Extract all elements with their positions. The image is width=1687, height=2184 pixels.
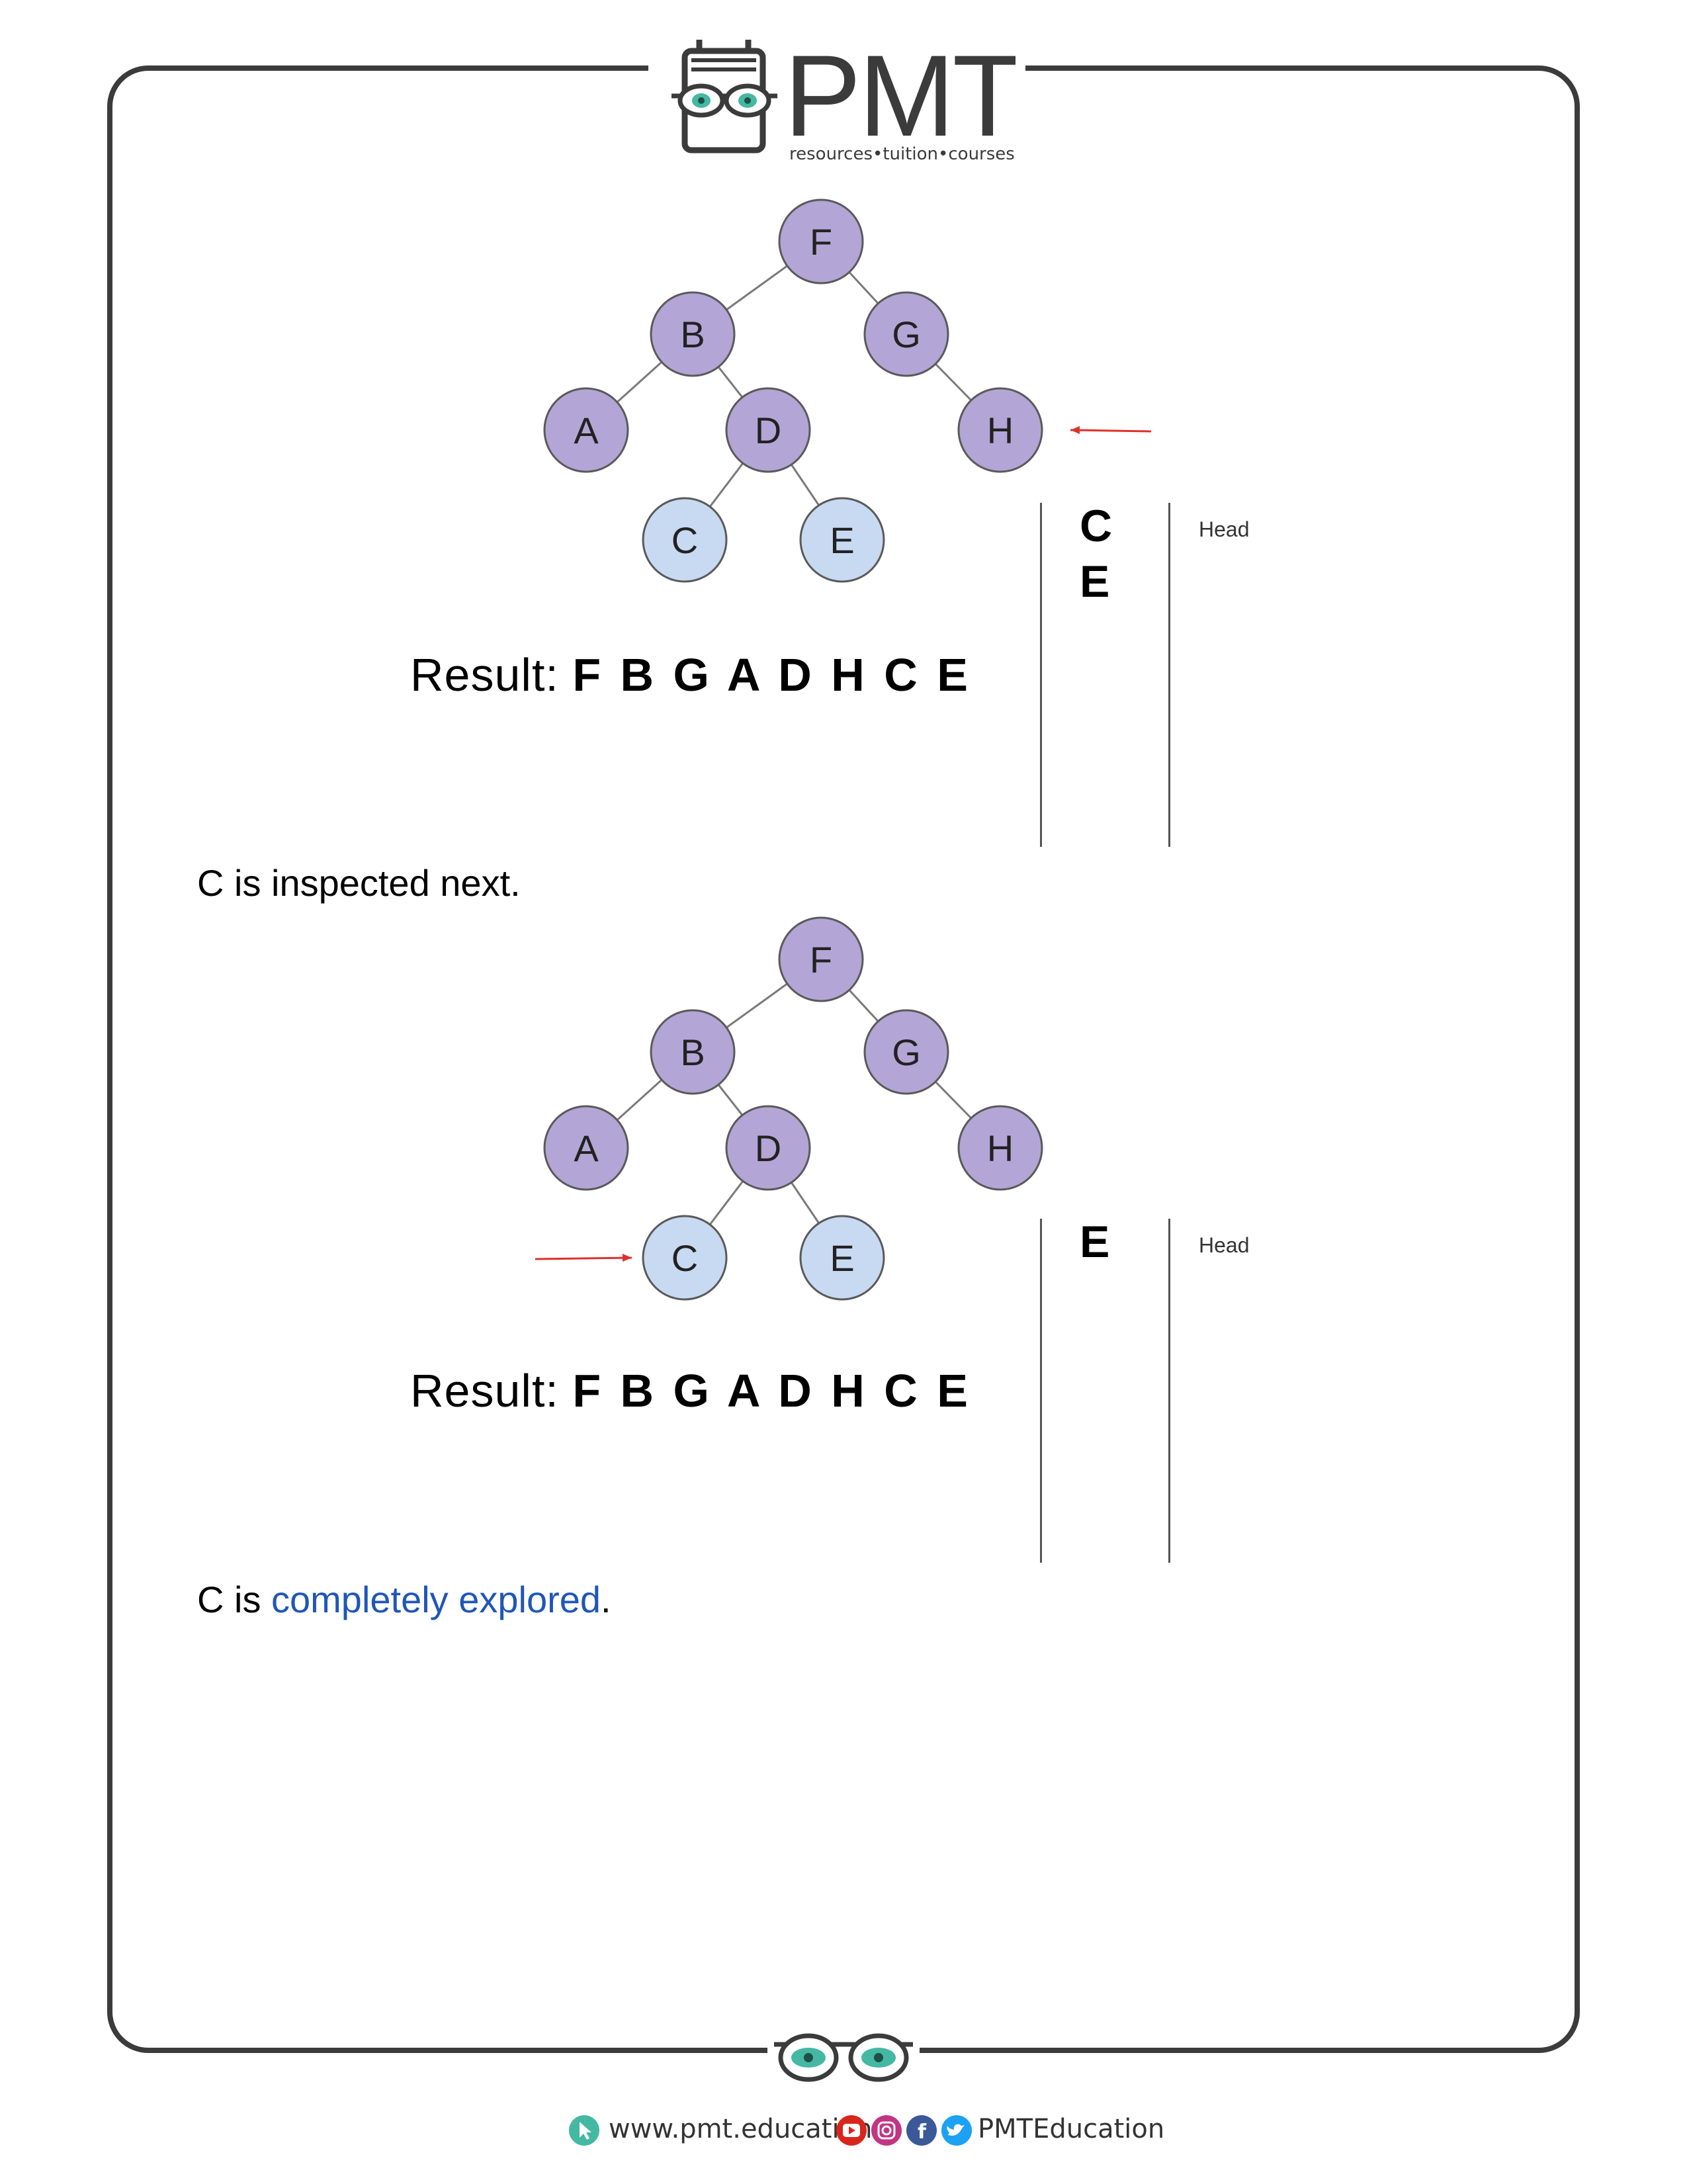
tree-node-e: E (799, 497, 885, 583)
queue-head-label: Head (1199, 1233, 1250, 1257)
tree-node-label: B (680, 1031, 705, 1073)
glasses-icon (774, 2033, 913, 2082)
tree-edge-B-D (717, 366, 744, 398)
tree-node-label: A (574, 410, 599, 451)
tree-edge-D-C (709, 462, 744, 507)
facebook-icon[interactable]: f (906, 2115, 937, 2146)
tree-node-label: D (755, 410, 781, 451)
tree-node-label: E (830, 1237, 854, 1279)
paragraph-explored: C is completely explored. (197, 1578, 611, 1621)
paragraph-inspected: C is inspected next. (197, 862, 521, 904)
tree-node-b: B (650, 291, 736, 377)
tree-edge-B-A (616, 361, 663, 403)
pointer-arrow (1070, 426, 1152, 434)
tree-node-h: H (957, 387, 1043, 473)
result-value: F B G A D H C E (572, 1365, 969, 1417)
tree-edge-G-H (935, 363, 972, 402)
queue-head-label: Head (1199, 517, 1250, 541)
result-label: Result: (410, 1365, 559, 1417)
tree-node-g: G (863, 291, 949, 377)
queue-item: E (1080, 556, 1110, 607)
pointer-arrow (535, 1254, 632, 1262)
tree-diagram-1: F B G A D H C E (543, 198, 1152, 583)
tree-node-label: C (671, 519, 698, 561)
tree-edge-F-B (726, 983, 788, 1029)
tree-edge-F-B (726, 265, 788, 311)
pmt-logo: PMT resources•tuition•courses (671, 36, 1016, 164)
social-icons: f (836, 2115, 972, 2146)
queue-right-border-2 (1168, 1219, 1170, 1563)
tree-node-label: F (810, 221, 832, 263)
tree-edge-F-G (848, 989, 879, 1022)
tree-node-g: G (863, 1009, 949, 1095)
tree-node-b: B (650, 1009, 736, 1095)
tree-node-label: E (830, 519, 854, 561)
logo-tagline: resources•tuition•courses (789, 144, 1015, 164)
glasses-icon (671, 83, 777, 118)
tree-node-label: H (987, 410, 1014, 451)
queue-item: C (1080, 501, 1113, 551)
tree-node-label: A (574, 1127, 599, 1169)
queue-left-border-2 (1040, 1219, 1042, 1563)
queue-right-border-1 (1168, 503, 1170, 847)
tree-edge-G-H (935, 1080, 972, 1119)
tree-edge-D-C (709, 1180, 744, 1225)
tree-edge-D-E (790, 464, 820, 506)
footer-social-handle[interactable]: PMTEducation (978, 2114, 1165, 2144)
queue-left-border-1 (1040, 503, 1042, 847)
tree-node-d: D (725, 1105, 811, 1191)
result-line-1: Result: F B G A D H C E (410, 648, 969, 701)
tree-node-c: C (642, 1215, 728, 1301)
paragraph-suffix: . (601, 1579, 611, 1620)
tree-node-e: E (799, 1215, 885, 1301)
tree-diagram-2: F B G A D H C E (535, 916, 1043, 1301)
tree-edge-D-E (790, 1182, 820, 1224)
book-icon (681, 40, 766, 153)
twitter-icon[interactable] (941, 2115, 972, 2146)
tree-node-d: D (725, 387, 811, 473)
tree-node-f: F (778, 916, 864, 1002)
result-label: Result: (410, 649, 559, 701)
tree-node-c: C (642, 497, 728, 583)
tree-node-h: H (957, 1105, 1043, 1191)
tree-node-a: A (543, 387, 629, 473)
tree-node-label: F (810, 939, 832, 981)
queue-item: E (1080, 1217, 1110, 1267)
tree-node-a: A (543, 1105, 629, 1191)
tree-node-label: B (680, 314, 705, 355)
result-value: F B G A D H C E (572, 649, 969, 701)
tree-node-f: F (778, 198, 864, 284)
tree-edge-B-A (616, 1079, 663, 1121)
cursor-icon (569, 2115, 599, 2146)
tree-edge-B-D (717, 1084, 744, 1116)
highlight-completely-explored[interactable]: completely explored (271, 1579, 601, 1620)
paragraph-prefix: C is (197, 1579, 271, 1620)
tree-node-label: C (671, 1237, 698, 1279)
youtube-icon[interactable] (836, 2115, 867, 2146)
svg-text:f: f (918, 2120, 927, 2144)
result-line-2: Result: F B G A D H C E (410, 1364, 969, 1417)
tree-node-label: G (892, 314, 921, 355)
tree-edge-F-G (848, 271, 879, 304)
tree-node-label: H (987, 1127, 1014, 1169)
instagram-icon[interactable] (871, 2115, 902, 2146)
footer-url-link[interactable]: www.pmt.education (609, 2114, 873, 2144)
tree-node-label: G (892, 1031, 921, 1073)
logo-text: PMT (784, 36, 1016, 161)
tree-node-label: D (755, 1127, 781, 1169)
